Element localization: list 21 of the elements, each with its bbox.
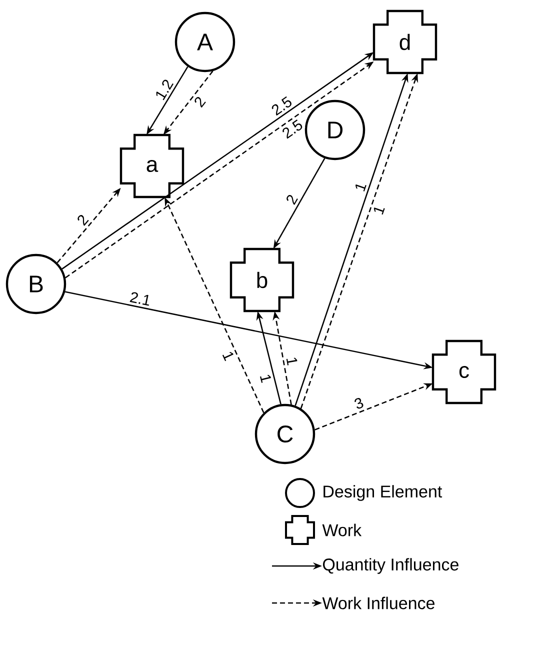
legend-label: Work Influence xyxy=(322,596,434,610)
legend-label: Design Element xyxy=(324,485,442,501)
edge-label: 1 xyxy=(355,184,366,192)
legend-label: Work xyxy=(322,524,362,536)
edge-label: 1 xyxy=(260,374,271,383)
legend-label: Quantity Influence xyxy=(323,558,458,574)
work-cross: b xyxy=(230,248,294,312)
edge-label: 2.1 xyxy=(130,292,149,306)
edge-label: 1 xyxy=(286,358,298,366)
edge-label: 1 xyxy=(374,208,385,215)
edge-label: 1 xyxy=(222,352,234,362)
edge-label: 2.5 xyxy=(272,96,292,116)
edge-label: 2 xyxy=(194,97,206,108)
edge-label: 2.5 xyxy=(282,120,302,139)
edge-label: 2 xyxy=(78,215,89,226)
edge-label: 2 xyxy=(286,194,298,205)
work-cross: c xyxy=(432,340,496,404)
work-cross: a xyxy=(120,134,184,198)
work-cross: d xyxy=(372,10,438,74)
edge-label: 1.2 xyxy=(156,80,174,100)
edge-label: 3 xyxy=(354,398,364,409)
